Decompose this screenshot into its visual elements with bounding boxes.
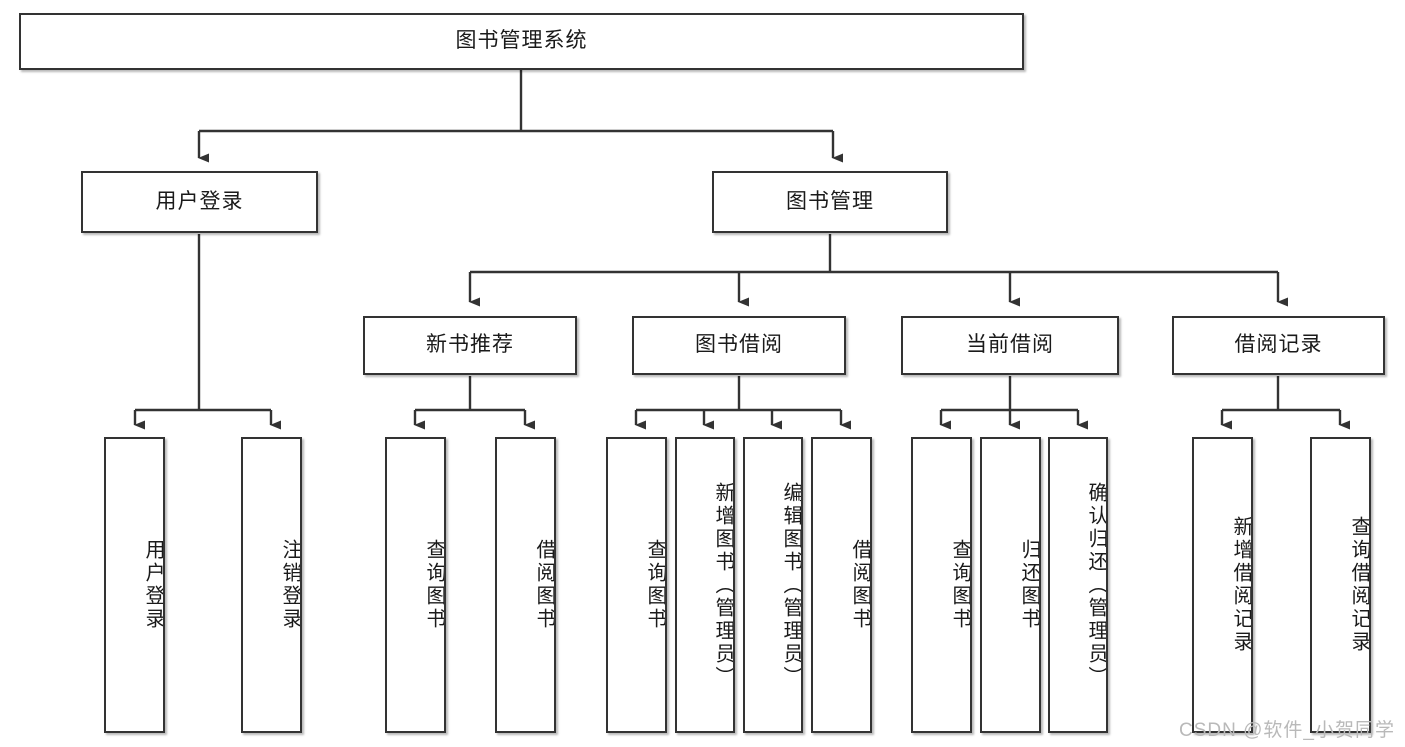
leaf-query-book-3[interactable]: 查询图书: [911, 437, 972, 733]
leaf-query-book-1-label: 查询图书: [423, 539, 445, 631]
leaf-logout-login-label: 注销登录: [279, 539, 301, 631]
node-user-login[interactable]: 用户登录: [81, 171, 318, 233]
leaf-add-record-label: 新增借阅记录: [1230, 516, 1252, 654]
leaf-query-record-label: 查询借阅记录: [1348, 516, 1370, 654]
leaf-query-book-2[interactable]: 查询图书: [606, 437, 667, 733]
leaf-borrow-book-1[interactable]: 借阅图书: [495, 437, 556, 733]
leaf-confirm-return[interactable]: 确认归还（管理员）: [1048, 437, 1108, 733]
leaf-query-book-2-label: 查询图书: [644, 539, 666, 631]
leaf-return-book-label: 归还图书: [1018, 539, 1040, 631]
leaf-confirm-return-label: 确认归还（管理员）: [1085, 481, 1107, 689]
leaf-edit-book[interactable]: 编辑图书（管理员）: [743, 437, 803, 733]
node-root[interactable]: 图书管理系统: [19, 13, 1024, 70]
leaf-borrow-book-2-label: 借阅图书: [849, 539, 871, 631]
leaf-query-record[interactable]: 查询借阅记录: [1310, 437, 1371, 733]
node-borrow-record[interactable]: 借阅记录: [1172, 316, 1385, 375]
node-current-borrow[interactable]: 当前借阅: [901, 316, 1119, 375]
leaf-logout-login[interactable]: 注销登录: [241, 437, 302, 733]
leaf-add-book-label: 新增图书（管理员）: [712, 481, 734, 689]
node-book-manage-label: 图书管理: [786, 189, 874, 213]
node-book-borrow[interactable]: 图书借阅: [632, 316, 846, 375]
node-new-book-rec-label: 新书推荐: [426, 333, 514, 357]
leaf-user-login[interactable]: 用户登录: [104, 437, 165, 733]
leaf-add-book[interactable]: 新增图书（管理员）: [675, 437, 735, 733]
leaf-borrow-book-2[interactable]: 借阅图书: [811, 437, 872, 733]
leaf-borrow-book-1-label: 借阅图书: [533, 539, 555, 631]
watermark-text: CSDN @软件_小贺同学: [1179, 720, 1395, 741]
leaf-query-book-3-label: 查询图书: [949, 539, 971, 631]
node-book-borrow-label: 图书借阅: [695, 333, 783, 357]
node-root-label: 图书管理系统: [455, 29, 588, 53]
leaf-return-book[interactable]: 归还图书: [980, 437, 1041, 733]
node-current-borrow-label: 当前借阅: [966, 333, 1054, 357]
leaf-edit-book-label: 编辑图书（管理员）: [780, 481, 802, 689]
node-borrow-record-label: 借阅记录: [1234, 333, 1323, 357]
leaf-add-record[interactable]: 新增借阅记录: [1192, 437, 1253, 733]
leaf-query-book-1[interactable]: 查询图书: [385, 437, 446, 733]
node-book-manage[interactable]: 图书管理: [712, 171, 948, 233]
leaf-user-login-label: 用户登录: [142, 539, 164, 631]
node-user-login-label: 用户登录: [155, 189, 244, 213]
node-new-book-rec[interactable]: 新书推荐: [363, 316, 577, 375]
